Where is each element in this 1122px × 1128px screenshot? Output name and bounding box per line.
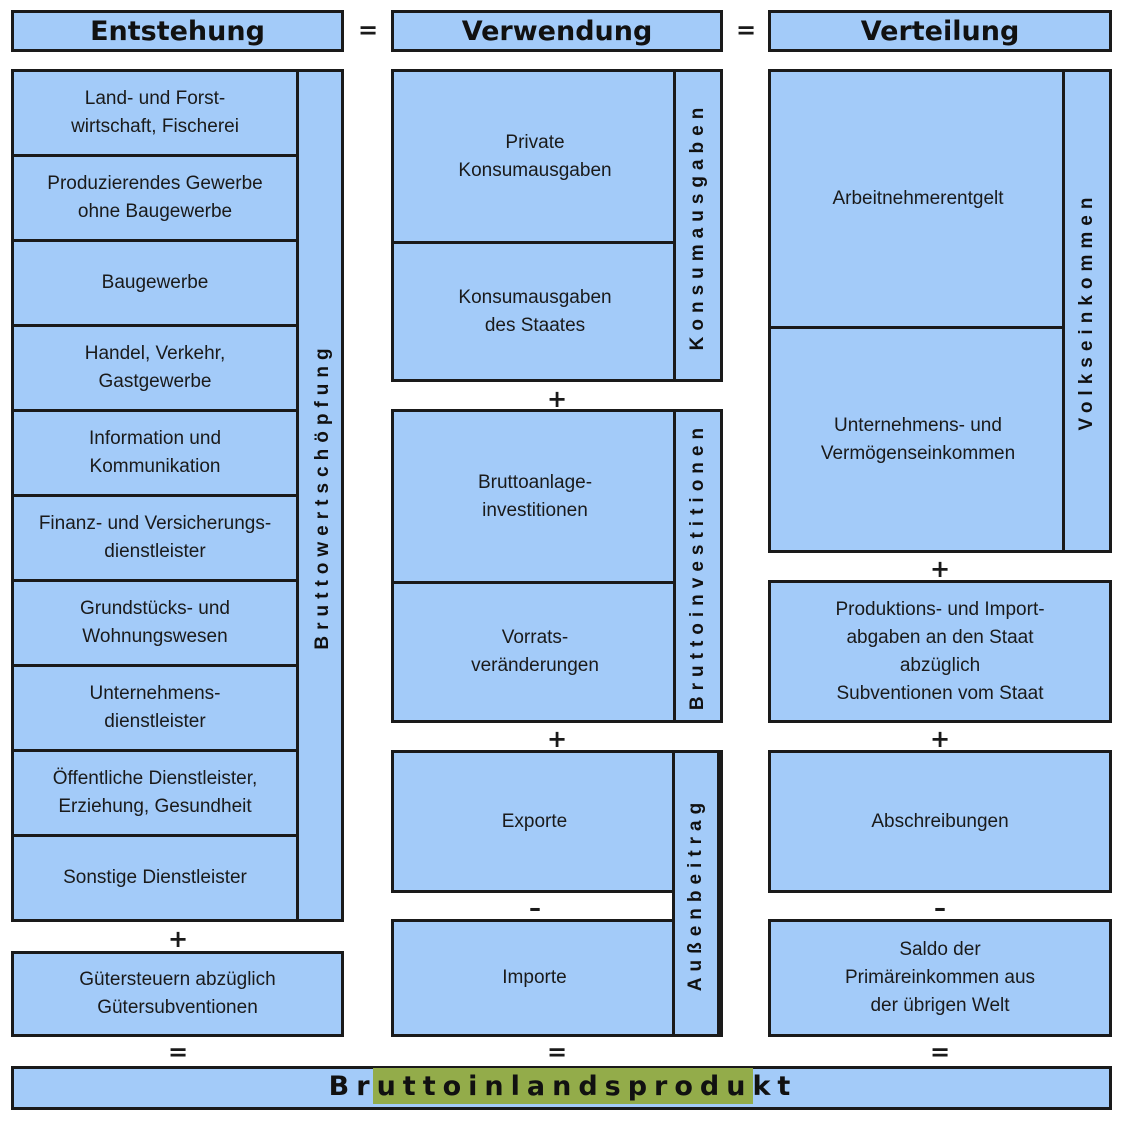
bruttoinvestitionen-label: Bruttoinvestitionen	[687, 421, 708, 711]
abschreibungen-box: Abschreibungen	[768, 750, 1112, 893]
bruttowertschoepfung-label: Bruttowertschöpfung	[312, 341, 333, 650]
produktionsabgaben-box: Produktions- und Import- abgaben an den …	[768, 580, 1112, 723]
sector-landwirtschaft: Land- und Forst- wirtschaft, Fischerei	[14, 72, 299, 157]
konsumausgaben-label: Konsumausgaben	[687, 101, 708, 350]
bruttoinlandsprodukt-label: Bruttoinlandsprodukt	[329, 1068, 790, 1104]
sector-finanz: Finanz- und Versicherungs- dienstleister	[14, 497, 299, 582]
guetersteuern-label: Gütersteuern abzüglich Gütersubventionen	[79, 969, 276, 1018]
plus-sign: +	[546, 385, 568, 413]
produktionsabgaben-label: Produktions- und Import- abgaben an den …	[835, 598, 1045, 704]
sector-oeffentliche-dienstleister: Öffentliche Dienstleister, Erziehung, Ge…	[14, 752, 299, 837]
volkseinkommen-strip: Volkseinkommen	[1062, 72, 1109, 550]
plus-sign: +	[546, 725, 568, 753]
header-verteilung: Verteilung	[768, 10, 1112, 52]
sector-baugewerbe: Baugewerbe	[14, 242, 299, 327]
sector-unternehmensdienstleister: Unternehmens- dienstleister	[14, 667, 299, 752]
private-konsumausgaben: Private Konsumausgaben	[394, 72, 676, 244]
equals-sign: =	[546, 1038, 568, 1066]
plus-sign: +	[167, 925, 189, 953]
sector-information: Information und Kommunikation	[14, 412, 299, 497]
header-entstehung-label: Entstehung	[90, 15, 265, 47]
saldo-label: Saldo der Primäreinkommen aus der übrige…	[844, 939, 1036, 1016]
equals-sign: =	[357, 16, 379, 44]
sector-grundstuecke: Grundstücks- und Wohnungswesen	[14, 582, 299, 667]
arbeitnehmerentgelt: Arbeitnehmerentgelt	[771, 72, 1065, 329]
header-verteilung-label: Verteilung	[860, 15, 1020, 47]
aussenbeitrag-label: Außenbeitrag	[685, 796, 706, 991]
unternehmenseinkommen: Unternehmens- und Vermögenseinkommen	[820, 414, 1016, 464]
volkseinkommen-label: Volkseinkommen	[1076, 191, 1097, 431]
sector-handel-verkehr: Handel, Verkehr, Gastgewerbe	[14, 327, 299, 412]
bruttoinvestitionen-strip: Bruttoinvestitionen	[673, 412, 720, 720]
equals-sign: =	[735, 16, 757, 44]
sector-sonstige: Sonstige Dienstleister	[14, 837, 299, 919]
equals-sign: =	[929, 1038, 951, 1066]
konsumausgaben-staat: Konsumausgaben des Staates	[458, 286, 612, 336]
aussenbeitrag-block: Exporte – Importe Außenbeitrag	[391, 750, 723, 1037]
header-verwendung: Verwendung	[391, 10, 723, 52]
guetersteuern-box: Gütersteuern abzüglich Gütersubventionen	[11, 951, 344, 1037]
minus-sign: –	[529, 894, 541, 922]
importe: Importe	[391, 919, 678, 1037]
bruttowertschoepfung-block: Land- und Forst- wirtschaft, Fischerei P…	[11, 69, 344, 922]
vorratsveraenderungen: Vorrats- veränderungen	[471, 627, 599, 676]
bruttoinvestitionen-block: Bruttoanlage- investitionen Vorrats- ver…	[391, 409, 723, 723]
header-entstehung: Entstehung	[11, 10, 344, 52]
minus-sign: –	[934, 894, 946, 922]
sector-produzierendes-gewerbe: Produzierendes Gewerbe ohne Baugewerbe	[14, 157, 299, 242]
header-verwendung-label: Verwendung	[461, 15, 653, 47]
konsumausgaben-block: Private Konsumausgaben Konsumausgaben de…	[391, 69, 723, 382]
exporte: Exporte	[391, 750, 678, 893]
konsumausgaben-strip: Konsumausgaben	[673, 72, 720, 379]
volkseinkommen-block: Arbeitnehmerentgelt Unternehmens- und Ve…	[768, 69, 1112, 553]
aussenbeitrag-strip: Außenbeitrag	[672, 750, 720, 1037]
equals-sign: =	[167, 1038, 189, 1066]
plus-sign: +	[929, 725, 951, 753]
abschreibungen-label: Abschreibungen	[871, 810, 1009, 832]
bruttoanlageinvestitionen: Bruttoanlage- investitionen	[394, 412, 676, 584]
plus-sign: +	[929, 555, 951, 583]
saldo-box: Saldo der Primäreinkommen aus der übrige…	[768, 919, 1112, 1037]
